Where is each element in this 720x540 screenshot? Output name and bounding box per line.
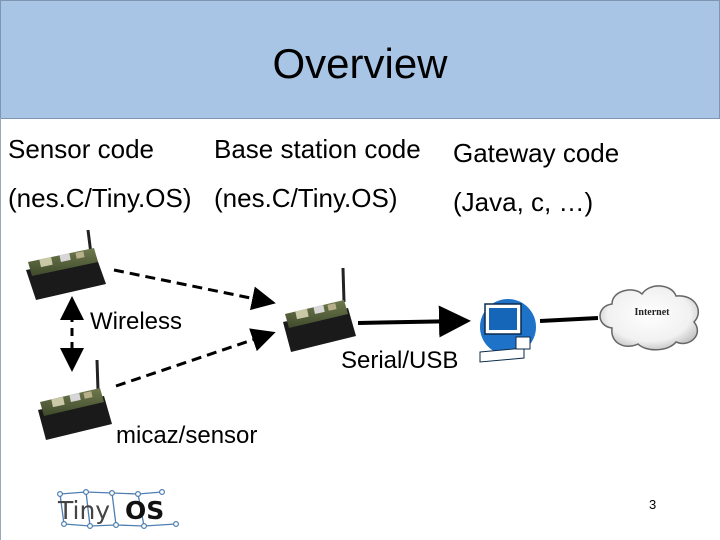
- gateway-computer-icon: [479, 299, 536, 363]
- slide-title: Overview: [272, 40, 448, 87]
- base-station-code-heading: Base station code: [214, 134, 421, 164]
- slide-frame-edge: [0, 118, 1, 540]
- page-number: 3: [649, 497, 657, 512]
- sensor-code-language: (nes.C/Tiny.OS): [8, 183, 192, 213]
- serial-link-arrow: [357, 305, 471, 338]
- internet-cloud-icon: Internet: [599, 285, 699, 351]
- tinyos-logo: Tiny OS: [52, 488, 187, 530]
- wireless-label: Wireless: [90, 308, 183, 335]
- sensor-mote-icon: [38, 359, 112, 440]
- base-station-mote-icon: [283, 267, 356, 352]
- gateway-code-language: (Java, c, …): [453, 187, 594, 217]
- wireless-link-arrow: [115, 328, 276, 388]
- tinyos-logo-os: OS: [125, 496, 164, 525]
- micaz-sensor-label: micaz/sensor: [116, 422, 258, 449]
- wireless-link-arrow: [113, 268, 276, 311]
- internet-link: [539, 316, 599, 323]
- internet-cloud-label: Internet: [635, 307, 671, 318]
- sensor-code-heading: Sensor code: [8, 134, 154, 164]
- title-bar: [0, 0, 720, 119]
- serial-usb-label: Serial/USB: [341, 347, 459, 374]
- tinyos-logo-graphic: Tiny OS: [56, 488, 179, 529]
- gateway-code-heading: Gateway code: [453, 138, 620, 168]
- base-station-code-language: (nes.C/Tiny.OS): [214, 183, 398, 213]
- tinyos-logo-tiny: Tiny: [57, 496, 110, 525]
- sensor-mote-icon: [26, 229, 106, 300]
